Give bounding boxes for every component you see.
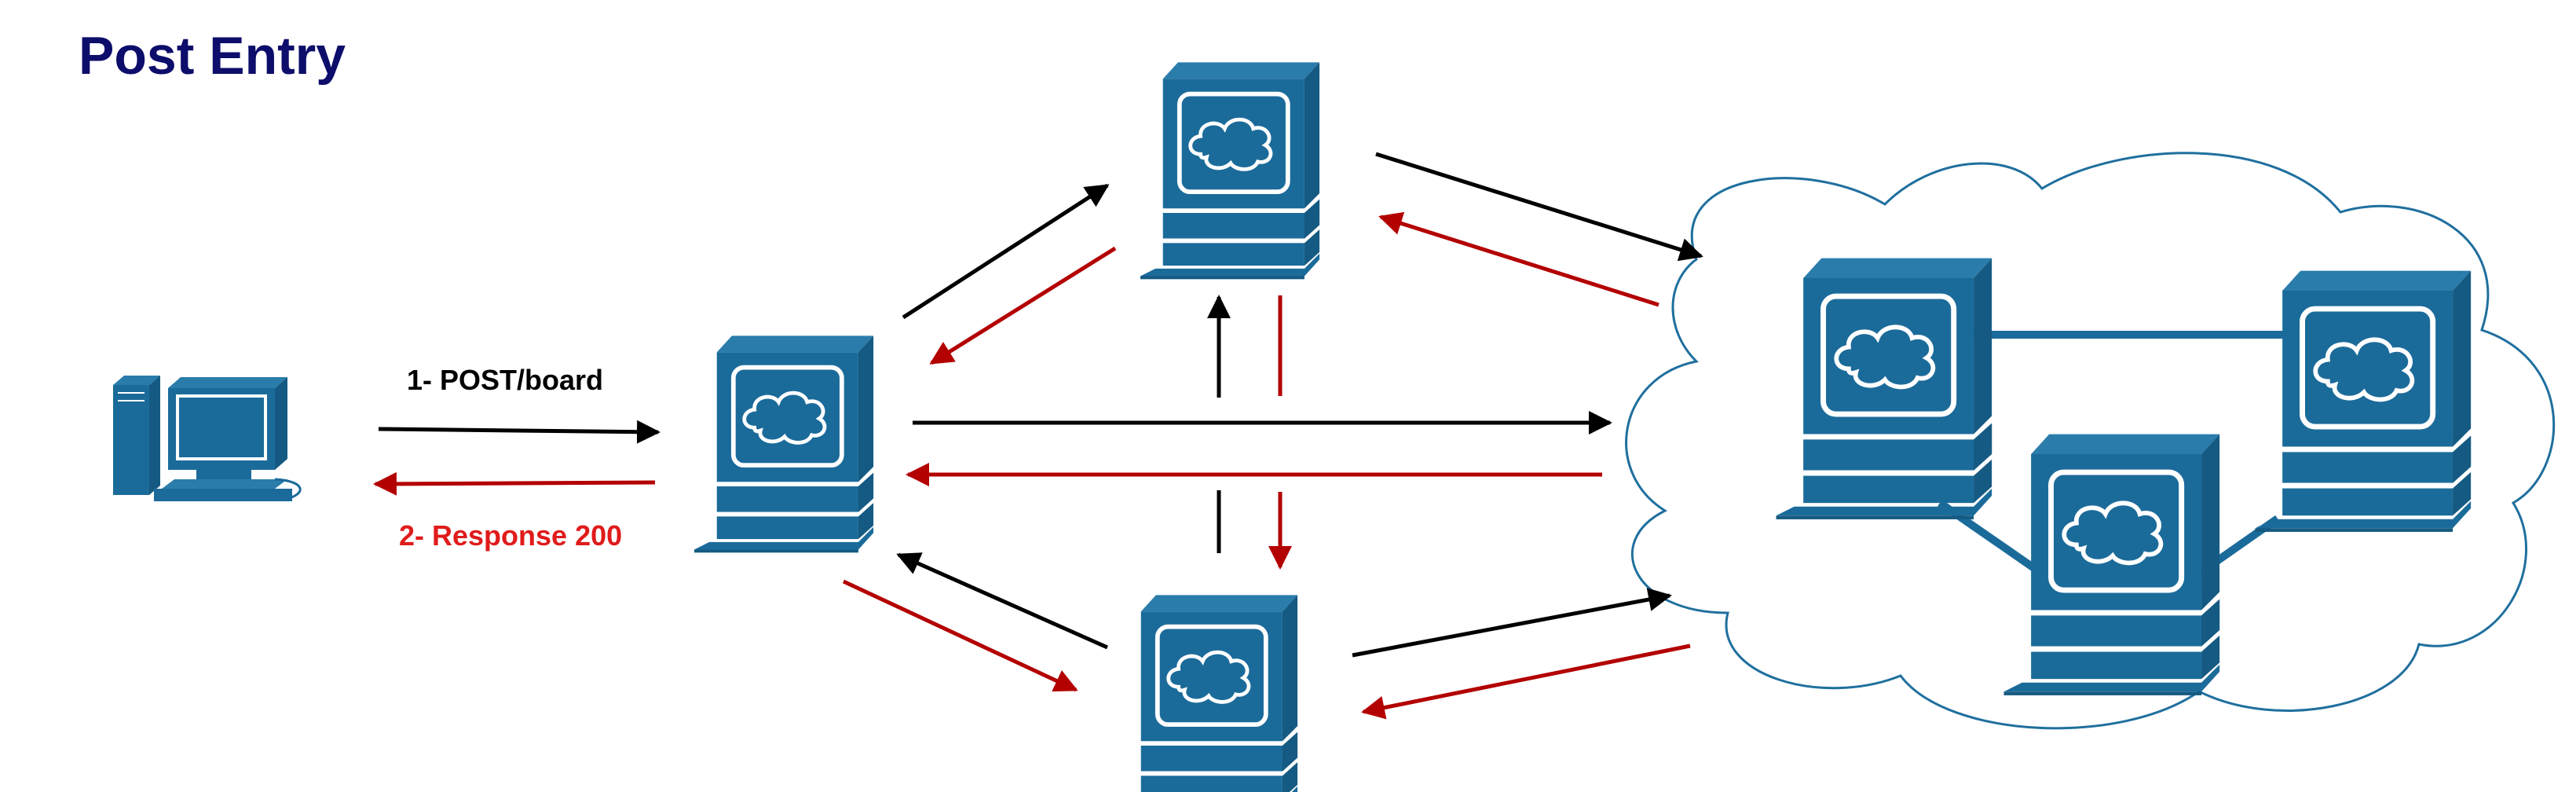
cluster-right-server-icon: [2256, 271, 2473, 532]
request-label: 1- POST/board: [407, 364, 603, 396]
page-title: Post Entry: [79, 26, 346, 86]
cluster-bottom-server-icon: [2004, 434, 2222, 695]
desktop-client-icon: [113, 376, 302, 501]
node-bottom-server-icon: [1118, 595, 1299, 792]
gateway-server-icon: [694, 336, 875, 552]
cluster-left-server-icon: [1776, 258, 1994, 519]
node-top-server-icon: [1140, 62, 1321, 279]
request-arrows: [378, 152, 1703, 658]
response-label: 2- Response 200: [399, 519, 622, 552]
response-arrows: [373, 211, 1691, 720]
